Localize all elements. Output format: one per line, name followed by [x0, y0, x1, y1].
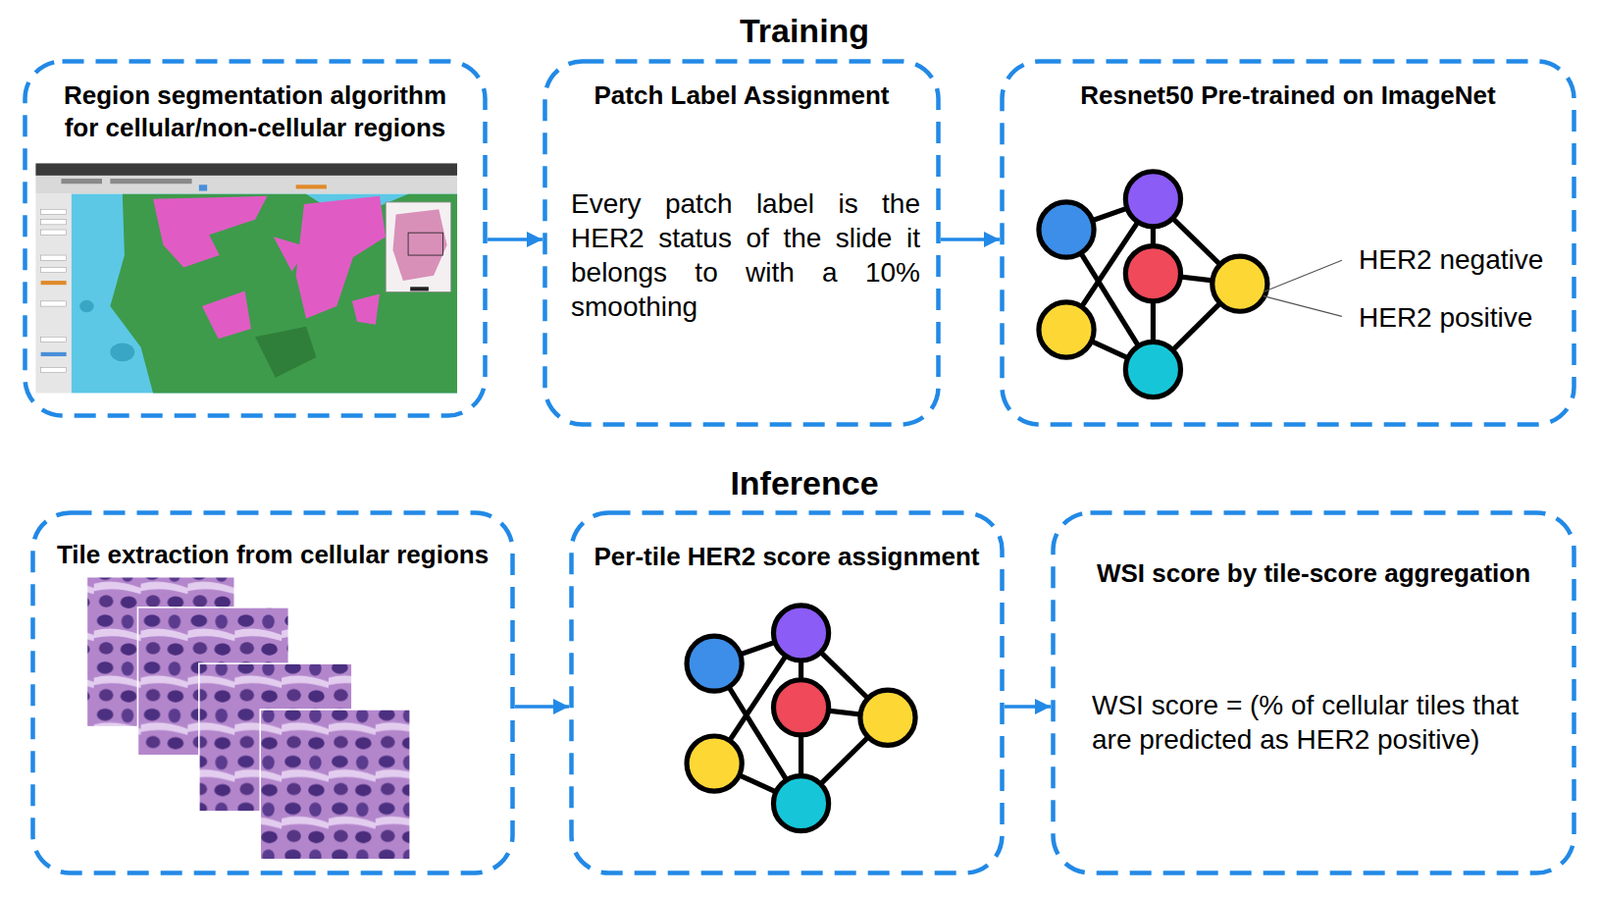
- stroma-region: [296, 196, 387, 319]
- stroma-region: [273, 236, 309, 271]
- thumbnail-viewport: [408, 232, 443, 256]
- process-box: Per-tile HER2 score assignment: [568, 510, 1005, 876]
- process-box: Resnet50 Pre-trained on ImageNet: [999, 58, 1577, 427]
- non-cellular-region: [71, 194, 458, 394]
- box-heading: Patch Label Assignment: [542, 79, 941, 112]
- panel-control: [41, 352, 67, 357]
- menu-item: [60, 178, 103, 184]
- dashed-box-outline: [22, 58, 488, 418]
- process-box: WSI score by tile-score aggregationWSI s…: [1050, 510, 1577, 876]
- thumbnail-inset: [385, 202, 452, 293]
- panel-control: [41, 301, 67, 307]
- title-bar: [35, 162, 458, 175]
- dashed-box-outline: [999, 58, 1577, 427]
- leader-line: [1263, 296, 1342, 317]
- leader-line: [1263, 259, 1342, 292]
- cellular-region: [109, 194, 458, 394]
- panel-control: [41, 208, 67, 214]
- histology-tile: [137, 607, 289, 756]
- dashed-border: [25, 61, 486, 416]
- artifact-blob: [109, 343, 135, 362]
- thumbnail-tissue: [392, 208, 447, 281]
- stroma-region: [153, 196, 268, 268]
- section-heading: Inference: [729, 464, 878, 503]
- flow-arrow: [515, 704, 569, 709]
- network-icon: [1038, 171, 1268, 398]
- menu-item: [199, 184, 207, 191]
- box-body-text: WSI score = (% of cellular tiles that ar…: [1091, 687, 1544, 757]
- box-heading: Region segmentation algorithm for cellul…: [53, 79, 457, 145]
- tile-stack: [86, 576, 411, 860]
- panel-control: [41, 366, 67, 372]
- side-panel: [35, 194, 71, 394]
- process-box: Tile extraction from cellular regions: [30, 510, 516, 876]
- flow-arrow: [487, 237, 543, 242]
- panel-control: [41, 267, 67, 273]
- section-heading: Training: [739, 11, 870, 51]
- box-heading: Per-tile HER2 score assignment: [568, 540, 1005, 573]
- histology-tile: [259, 709, 411, 860]
- flow-arrow: [940, 237, 1000, 242]
- segmentation-screenshot: [35, 162, 458, 393]
- panel-control: [41, 229, 67, 235]
- box-heading: WSI score by tile-score aggregation: [1050, 557, 1577, 590]
- output-class-label: HER2 positive: [1358, 302, 1533, 334]
- cellular-region-dark: [255, 326, 316, 378]
- histology-tile: [199, 663, 353, 812]
- box-heading: Tile extraction from cellular regions: [30, 538, 516, 571]
- panel-control: [41, 219, 67, 225]
- box-heading: Resnet50 Pre-trained on ImageNet: [999, 79, 1577, 112]
- stroma-region: [352, 294, 380, 325]
- process-box: Patch Label AssignmentEvery patch label …: [542, 58, 941, 427]
- process-box: Region segmentation algorithm for cellul…: [22, 58, 488, 418]
- stroma-region: [202, 290, 252, 339]
- menu-item: [296, 184, 327, 189]
- thumbnail-bar: [410, 286, 429, 291]
- panel-control: [41, 280, 67, 285]
- histology-tile: [86, 576, 235, 727]
- menu-bar: [35, 175, 458, 195]
- menu-item: [109, 178, 192, 184]
- panel-control: [41, 255, 67, 260]
- dashed-border: [545, 61, 939, 425]
- flow-arrow: [1004, 704, 1051, 709]
- network-icon: [686, 605, 916, 831]
- artifact-blob: [79, 300, 95, 312]
- illustrations: [35, 162, 1342, 859]
- box-body-text: Every patch label is the HER2 status of …: [570, 186, 921, 324]
- dashed-border: [1002, 61, 1575, 425]
- output-class-label: HER2 negative: [1358, 244, 1544, 276]
- panel-control: [41, 336, 67, 342]
